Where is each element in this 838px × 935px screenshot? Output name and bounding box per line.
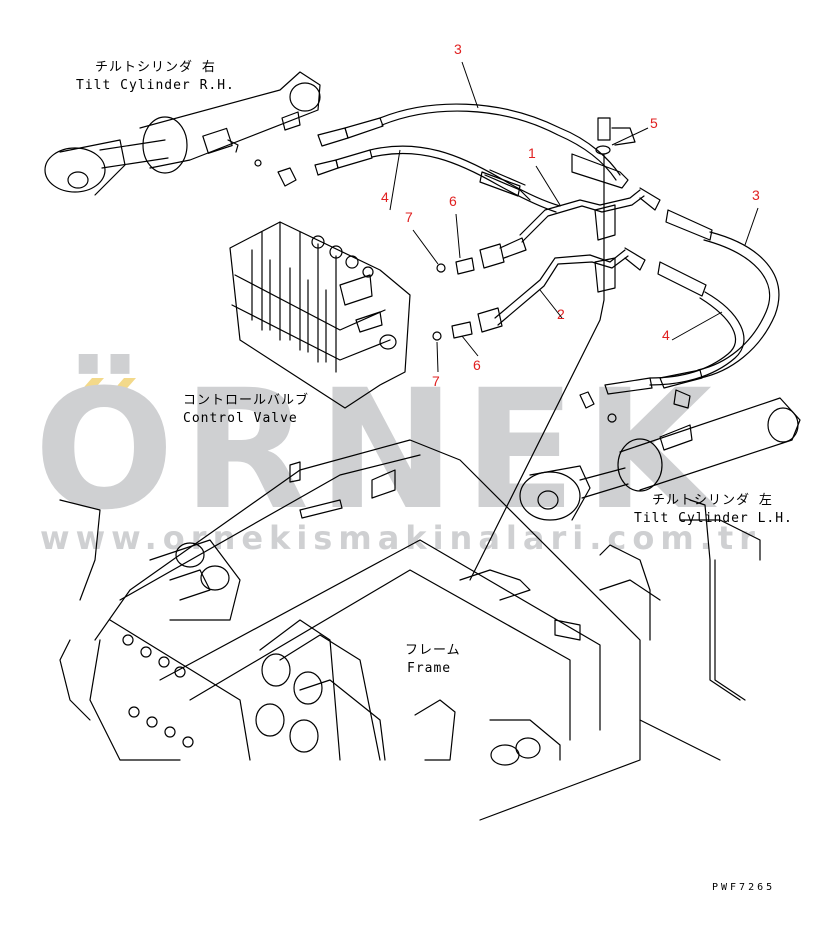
watermark-url: www.ornekismakinalari.com.tr bbox=[40, 519, 761, 557]
control-valve-en-label: Control Valve bbox=[183, 411, 298, 426]
tilt-cylinder-lh bbox=[519, 389, 801, 521]
frame-jp-label: フレーム bbox=[405, 643, 461, 658]
callout-5: 5 bbox=[650, 115, 658, 131]
tube-2 bbox=[494, 247, 646, 326]
callout-4-right: 4 bbox=[662, 327, 670, 343]
tilt-cylinder-lh-jp-label: チルトシリンダ 左 bbox=[652, 493, 773, 508]
frame bbox=[59, 439, 761, 821]
tilt-cylinder-rh bbox=[44, 71, 321, 196]
callout-2: 2 bbox=[557, 306, 565, 322]
connectors bbox=[432, 237, 527, 341]
tilt-cylinder-rh-en-label: Tilt Cylinder R.H. bbox=[76, 78, 235, 93]
callout-6-top: 6 bbox=[449, 193, 457, 209]
callout-6-bottom: 6 bbox=[473, 357, 481, 373]
callout-4-left: 4 bbox=[381, 189, 389, 205]
callout-7-top: 7 bbox=[405, 209, 413, 225]
tilt-cylinder-lh-en-label: Tilt Cylinder L.H. bbox=[634, 511, 793, 526]
callout-3-top: 3 bbox=[454, 41, 462, 57]
callout-1: 1 bbox=[528, 145, 536, 161]
bracket-5 bbox=[469, 117, 636, 581]
callout-7-bottom: 7 bbox=[432, 373, 440, 389]
tube-1 bbox=[484, 169, 661, 243]
frame-en-label: Frame bbox=[407, 661, 452, 676]
callout-3-right: 3 bbox=[752, 187, 760, 203]
hose-4-lh bbox=[604, 291, 745, 395]
tilt-cylinder-rh-jp-label: チルトシリンダ 右 bbox=[95, 60, 216, 75]
hose-4-upper bbox=[314, 145, 561, 213]
control-valve bbox=[229, 221, 411, 409]
drawing-code: PWF7265 bbox=[712, 882, 776, 893]
control-valve-jp-label: コントロールバルブ bbox=[183, 393, 310, 408]
fittings-right bbox=[479, 153, 713, 297]
